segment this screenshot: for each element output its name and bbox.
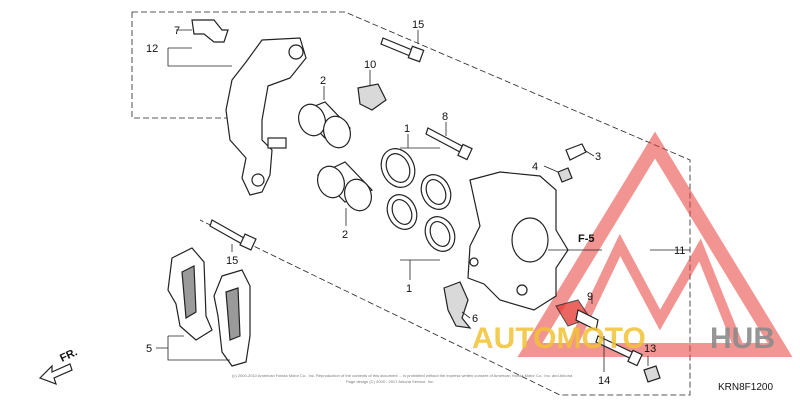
- callout-1-upper: 1: [404, 123, 410, 135]
- callout-13: 13: [644, 343, 656, 355]
- direction-label: FR.: [58, 346, 79, 364]
- caliper-pin-boot: [555, 299, 599, 331]
- piston-lower: [316, 161, 374, 212]
- callout-11: 11: [674, 245, 685, 257]
- bolt-lower: [209, 219, 257, 251]
- watermark-brand-auto: AUTOMOTO: [472, 322, 646, 355]
- leader-lines: [156, 29, 690, 372]
- front-direction-arrow: FR.: [38, 346, 79, 386]
- retaining-clip: [191, 19, 229, 43]
- callout-1-lower: 1: [406, 283, 412, 295]
- watermark-brand-hub: HUB: [710, 322, 775, 355]
- bleeder-valve: [557, 143, 587, 183]
- piston-upper: [298, 101, 352, 149]
- bolt-cap: [643, 365, 661, 383]
- callout-7: 7: [174, 25, 180, 37]
- bolt-upper: [380, 37, 425, 63]
- caliper-body: [467, 171, 569, 311]
- watermark-logo: [517, 131, 793, 357]
- callout-9: 9: [587, 291, 593, 303]
- callout-14: 14: [598, 375, 610, 387]
- callout-15-upper: 15: [412, 19, 424, 31]
- caliper-bolt: [595, 335, 643, 367]
- slide-pin: [425, 127, 473, 161]
- callout-3: 3: [595, 151, 601, 163]
- pin-boot: [357, 83, 387, 111]
- callout-8: 8: [442, 111, 448, 123]
- brake-pads: [167, 247, 251, 367]
- reference-f5: F-5: [578, 233, 595, 245]
- piston-seals: [380, 148, 456, 252]
- callout-15-lower: 15: [226, 255, 238, 267]
- copyright-line-2: Page design (C) 2000 - 2017 Arkona Servi…: [346, 379, 434, 384]
- copyright-line-1: (c) 2000-2010 American Honda Motor Co., …: [232, 373, 573, 378]
- callout-4: 4: [532, 161, 538, 173]
- pad-spring: [443, 281, 472, 329]
- diagram-code: KRN8F1200: [718, 382, 773, 393]
- callout-12: 12: [146, 43, 158, 55]
- callout-5: 5: [146, 343, 152, 355]
- callout-10: 10: [364, 59, 376, 71]
- caliper-bracket: [225, 37, 307, 196]
- callout-6: 6: [472, 313, 478, 325]
- callout-2-upper: 2: [320, 75, 326, 87]
- callout-2-lower: 2: [342, 229, 348, 241]
